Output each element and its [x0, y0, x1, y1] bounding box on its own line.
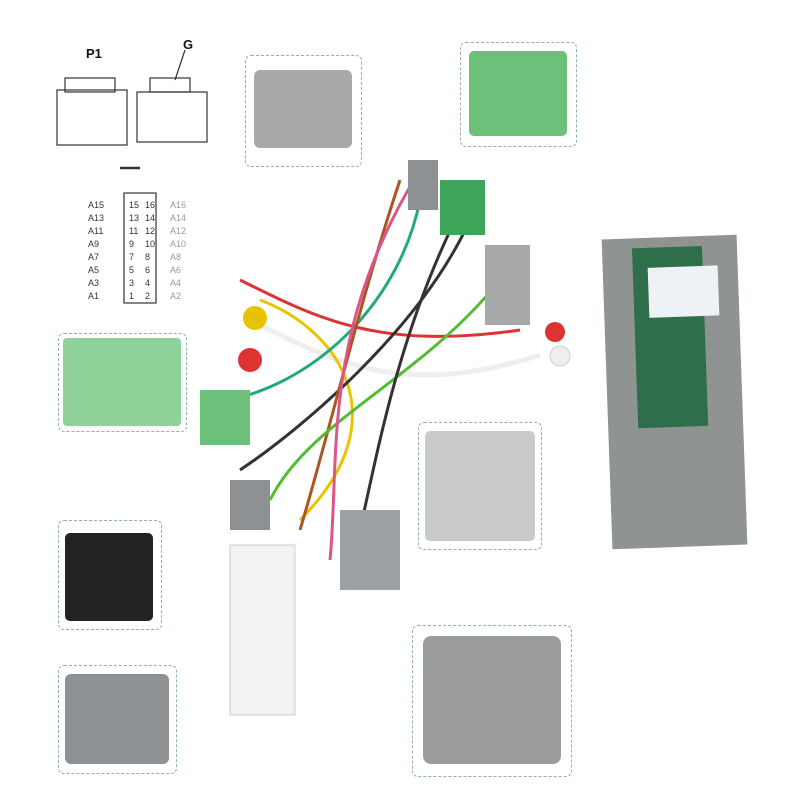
pin-number: 15 [129, 200, 140, 210]
pin-label-right: A6 [170, 265, 182, 275]
gray-housing-callout [412, 625, 572, 777]
pin-number: 5 [129, 265, 135, 275]
black-plug-callout [58, 520, 162, 630]
pin-number: 16 [145, 200, 156, 210]
pin-number: 8 [145, 252, 151, 262]
pin-label-left: A7 [88, 252, 100, 262]
pin-label-right: A14 [170, 213, 187, 223]
pin-label-right: A12 [170, 226, 187, 236]
pin-number: 14 [145, 213, 156, 223]
pin-number: 11 [129, 226, 139, 236]
pin-label-left: A15 [88, 200, 105, 210]
pin-label-right: A16 [170, 200, 187, 210]
pin-label-left: A13 [88, 213, 105, 223]
pin-label-left: A1 [88, 291, 100, 301]
pin-label-right: A2 [170, 291, 182, 301]
pin-label-right: A10 [170, 239, 187, 249]
pin-label-left: A11 [88, 226, 104, 236]
green-plug-callout [58, 333, 187, 432]
pin-label-left: A9 [88, 239, 100, 249]
pin-label-left: A5 [88, 265, 100, 275]
pin-number: 4 [145, 278, 151, 288]
pin-number: 3 [129, 278, 135, 288]
pin-number: 7 [129, 252, 135, 262]
pin-number: 13 [129, 213, 140, 223]
green-connector-callout [460, 42, 577, 147]
pin-number: 6 [145, 265, 151, 275]
g-label: G [183, 37, 194, 52]
gray-connector-callout [245, 55, 362, 167]
plug-drawing [56, 49, 208, 304]
pin-number: 10 [145, 239, 156, 249]
pin-number: 12 [145, 226, 156, 236]
pin-label-left: A3 [88, 278, 100, 288]
p1-label: P1 [86, 46, 102, 61]
gray-socket-callout [418, 422, 542, 550]
pin-number: 9 [129, 239, 135, 249]
pin-label-right: A4 [170, 278, 182, 288]
pin-label-right: A8 [170, 252, 182, 262]
pin-number: 1 [129, 291, 135, 301]
pin-number: 2 [145, 291, 151, 301]
gray-plug-callout [58, 665, 177, 774]
